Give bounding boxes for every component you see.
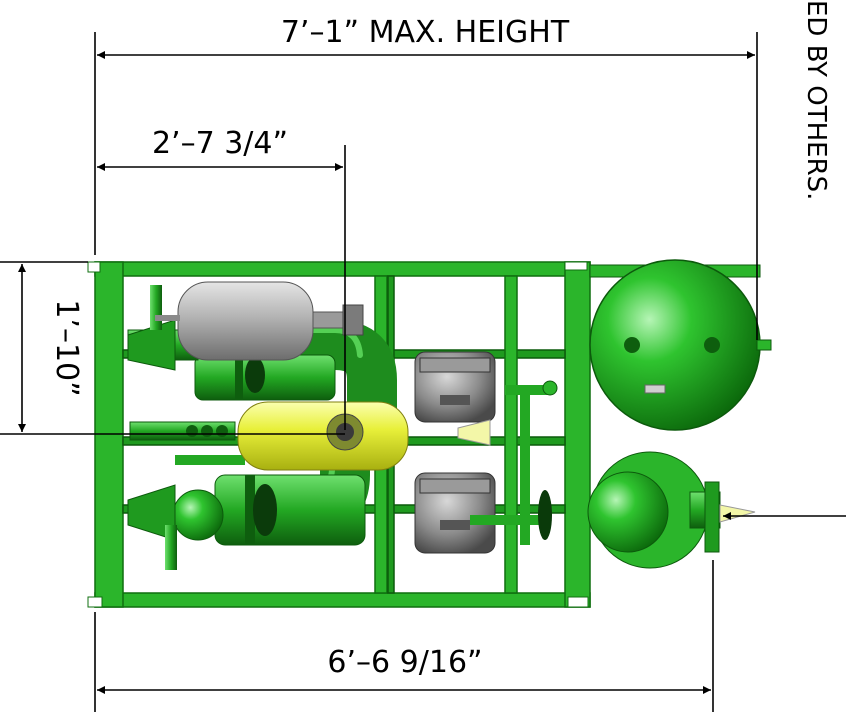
check-valve-flange	[538, 490, 552, 540]
dimension-inner-width: 2’–7 3/4”	[97, 126, 346, 430]
dimension-bottom-width: 6’–6 9/16”	[94, 560, 714, 712]
frame-bottom-rail	[94, 592, 591, 608]
bypass-pipe	[175, 455, 245, 465]
cross-pipe	[470, 515, 540, 525]
frame-corner-plate	[567, 596, 589, 608]
dimension-top-width-label: 7’–1” MAX. HEIGHT	[281, 15, 570, 50]
yellow-vessel-tank	[237, 401, 409, 471]
frame-top-rail	[94, 261, 591, 277]
tank-outlet-nozzle	[312, 311, 344, 329]
flash-tank-sphere	[589, 259, 772, 431]
frame-corner-plate	[87, 261, 101, 273]
manifold-fitting	[186, 425, 198, 437]
frame-vertical-member	[504, 275, 518, 594]
header-pipe	[505, 385, 550, 395]
dimension-side-height: 1’–10”	[0, 261, 345, 435]
side-note: ED BY OTHERS.	[801, 0, 831, 200]
upper-steam-trap-pump	[414, 351, 496, 423]
valve-stem	[165, 525, 177, 570]
sphere-outlet	[756, 339, 772, 351]
receiver-inlet-cap	[719, 504, 756, 523]
sight-gauge	[644, 384, 666, 394]
vessel-end-port-inner	[336, 423, 354, 441]
receiver-flange	[704, 481, 720, 553]
dimension-bottom-width-label: 6’–6 9/16”	[327, 645, 482, 680]
sphere-nozzle	[624, 337, 640, 353]
valve-stem	[150, 285, 162, 330]
tank-inlet-nozzle	[155, 315, 180, 321]
upper-pump-port	[245, 357, 265, 393]
frame-right-rail	[564, 261, 591, 608]
tank-outlet-flange	[342, 304, 364, 336]
frame-corner-plate	[564, 261, 588, 271]
receiver-sphere	[587, 451, 756, 569]
upper-pump-body	[194, 354, 336, 401]
frame-corner-plate	[87, 596, 103, 608]
riser-pipe	[520, 395, 530, 545]
lower-pump-motor	[172, 489, 224, 541]
lower-steam-trap-pump	[414, 472, 496, 554]
manifold-fitting	[216, 425, 228, 437]
sphere-nozzle	[704, 337, 720, 353]
dimension-top-width: 7’–1” MAX. HEIGHT	[94, 15, 758, 340]
equipment-skid	[87, 259, 772, 608]
dimension-side-height-label: 1’–10”	[49, 299, 84, 396]
manifold-fitting	[201, 425, 213, 437]
pipe-fitting	[542, 380, 558, 396]
dimension-inner-width-label: 2’–7 3/4”	[152, 126, 288, 161]
grey-receiver-tank	[155, 281, 364, 361]
lower-pump-body	[214, 474, 366, 546]
upper-pump-flange	[235, 355, 243, 400]
lower-pump-flange	[245, 475, 255, 545]
lower-pump-port	[253, 484, 277, 536]
yellow-relief-cap	[457, 419, 491, 446]
